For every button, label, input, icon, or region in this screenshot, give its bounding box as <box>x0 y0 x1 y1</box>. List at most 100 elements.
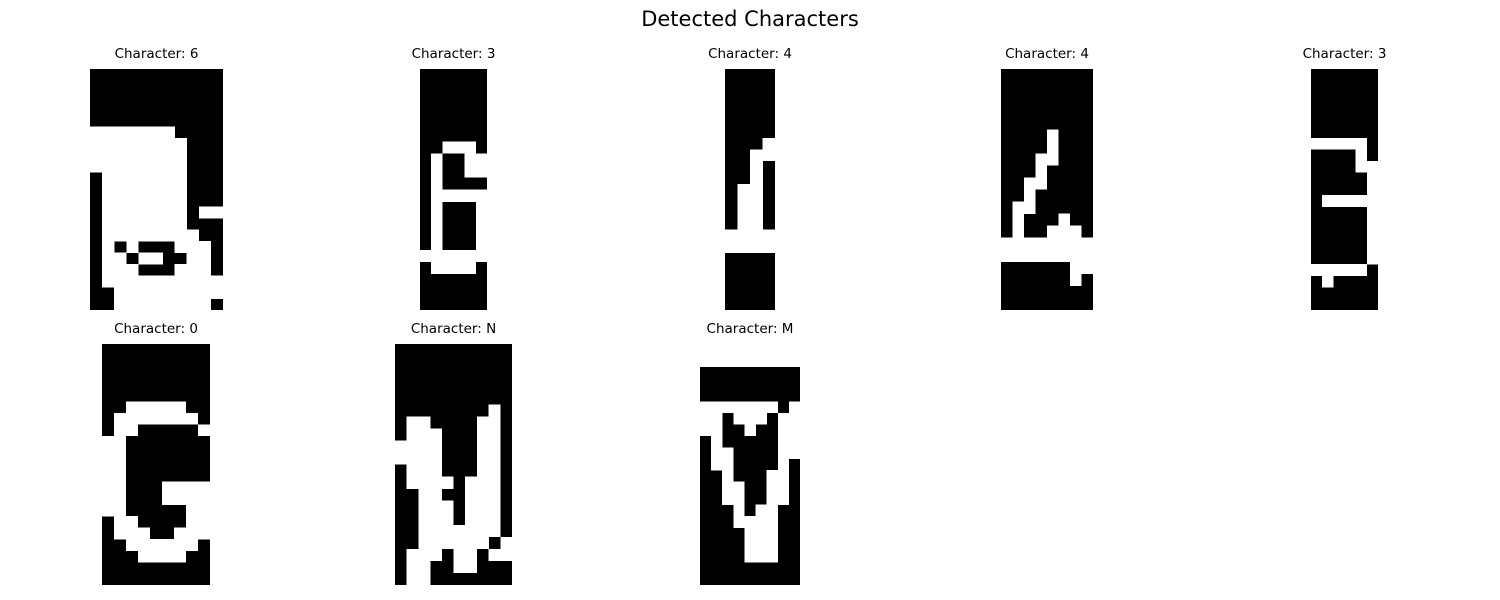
glyph-pixel <box>762 137 775 150</box>
glyph-pixel <box>488 548 501 562</box>
glyph-pixel <box>465 524 478 538</box>
glyph-pixel <box>150 218 163 230</box>
glyph-pixel <box>186 539 199 551</box>
glyph-pixel <box>788 344 800 356</box>
glyph-pixel <box>766 550 778 563</box>
character-image <box>1311 69 1378 310</box>
glyph-pixel <box>488 416 501 429</box>
glyph-pixel <box>126 126 139 139</box>
glyph-pixel <box>711 344 723 356</box>
glyph-pixel <box>750 206 763 219</box>
glyph-pixel <box>150 298 163 310</box>
glyph-pixel <box>766 539 778 551</box>
glyph-pixel <box>150 149 163 162</box>
glyph-pixel <box>418 464 431 477</box>
glyph-pixel <box>750 218 763 230</box>
glyph-pixel <box>198 241 212 253</box>
glyph-pixel <box>430 512 443 525</box>
glyph-pixel <box>395 452 407 465</box>
glyph-pixel <box>162 172 175 184</box>
glyph-pixel <box>475 153 487 166</box>
glyph-pixel <box>162 183 175 196</box>
glyph-pixel <box>1058 213 1071 226</box>
glyph-pixel <box>174 527 187 540</box>
glyph-pixel <box>1058 249 1071 263</box>
glyph-pixel <box>150 126 163 139</box>
glyph-pixel <box>762 241 775 253</box>
glyph-pixel <box>114 504 127 517</box>
glyph-pixel <box>162 126 175 139</box>
glyph-pixel <box>777 355 790 368</box>
glyph-pixel <box>102 435 115 448</box>
glyph-pixel <box>733 355 745 368</box>
glyph-pixel <box>1024 237 1036 250</box>
glyph-pixel <box>174 241 187 253</box>
glyph-pixel <box>465 548 478 562</box>
glyph-pixel <box>1366 160 1378 173</box>
character-label: Character: 4 <box>1005 46 1089 62</box>
glyph-pixel <box>1024 177 1036 190</box>
glyph-pixel <box>114 183 127 196</box>
glyph-pixel <box>430 464 443 477</box>
glyph-pixel <box>186 493 199 505</box>
glyph-pixel <box>1047 153 1059 166</box>
glyph-pixel <box>442 249 454 263</box>
glyph-pixel <box>138 287 151 299</box>
glyph-pixel <box>766 504 778 517</box>
glyph-pixel <box>162 412 175 425</box>
glyph-pixel <box>755 539 767 551</box>
character-image <box>395 344 512 585</box>
glyph-pixel <box>1333 264 1345 276</box>
glyph-pixel <box>766 355 778 368</box>
glyph-pixel <box>744 527 756 540</box>
glyph-pixel <box>418 536 431 550</box>
glyph-pixel <box>114 149 127 162</box>
glyph-pixel <box>162 298 175 310</box>
glyph-pixel <box>788 447 800 459</box>
glyph-pixel <box>174 264 187 276</box>
glyph-pixel <box>102 458 115 471</box>
glyph-pixel <box>1322 264 1334 276</box>
glyph-pixel <box>475 213 487 226</box>
character-panel: Character: M <box>700 321 800 585</box>
glyph-pixel <box>138 160 151 173</box>
glyph-pixel <box>1366 183 1378 196</box>
glyph-pixel <box>114 137 127 150</box>
glyph-pixel <box>453 141 465 154</box>
glyph-pixel <box>488 512 501 525</box>
glyph-pixel <box>711 458 723 471</box>
glyph-pixel <box>755 504 767 517</box>
glyph-pixel <box>174 195 187 207</box>
glyph-pixel <box>174 298 187 310</box>
glyph-pixel <box>102 504 115 517</box>
glyph-pixel <box>722 344 734 356</box>
glyph-pixel <box>788 424 800 437</box>
glyph-pixel <box>162 481 175 494</box>
glyph-pixel <box>1322 275 1334 288</box>
glyph-pixel <box>762 229 775 242</box>
glyph-pixel <box>126 183 139 196</box>
glyph-pixel <box>755 344 767 356</box>
glyph-pixel <box>750 149 763 162</box>
glyph-pixel <box>488 500 501 513</box>
glyph-pixel <box>406 572 419 585</box>
glyph-pixel <box>102 160 115 173</box>
glyph-pixel <box>126 527 139 540</box>
glyph-pixel <box>1035 237 1048 250</box>
glyph-pixel <box>733 504 745 517</box>
glyph-pixel <box>102 447 115 459</box>
glyph-pixel <box>488 440 501 453</box>
glyph-pixel <box>441 476 454 489</box>
glyph-pixel <box>777 344 790 356</box>
glyph-pixel <box>138 172 151 184</box>
glyph-pixel <box>114 470 127 482</box>
glyph-pixel <box>114 218 127 230</box>
glyph-pixel <box>431 189 443 202</box>
glyph-pixel <box>476 428 489 441</box>
glyph-pixel <box>755 355 767 368</box>
glyph-pixel <box>114 287 127 299</box>
glyph-pixel <box>1081 249 1093 263</box>
glyph-pixel <box>431 165 443 178</box>
glyph-pixel <box>788 435 800 448</box>
glyph-pixel <box>442 189 454 202</box>
